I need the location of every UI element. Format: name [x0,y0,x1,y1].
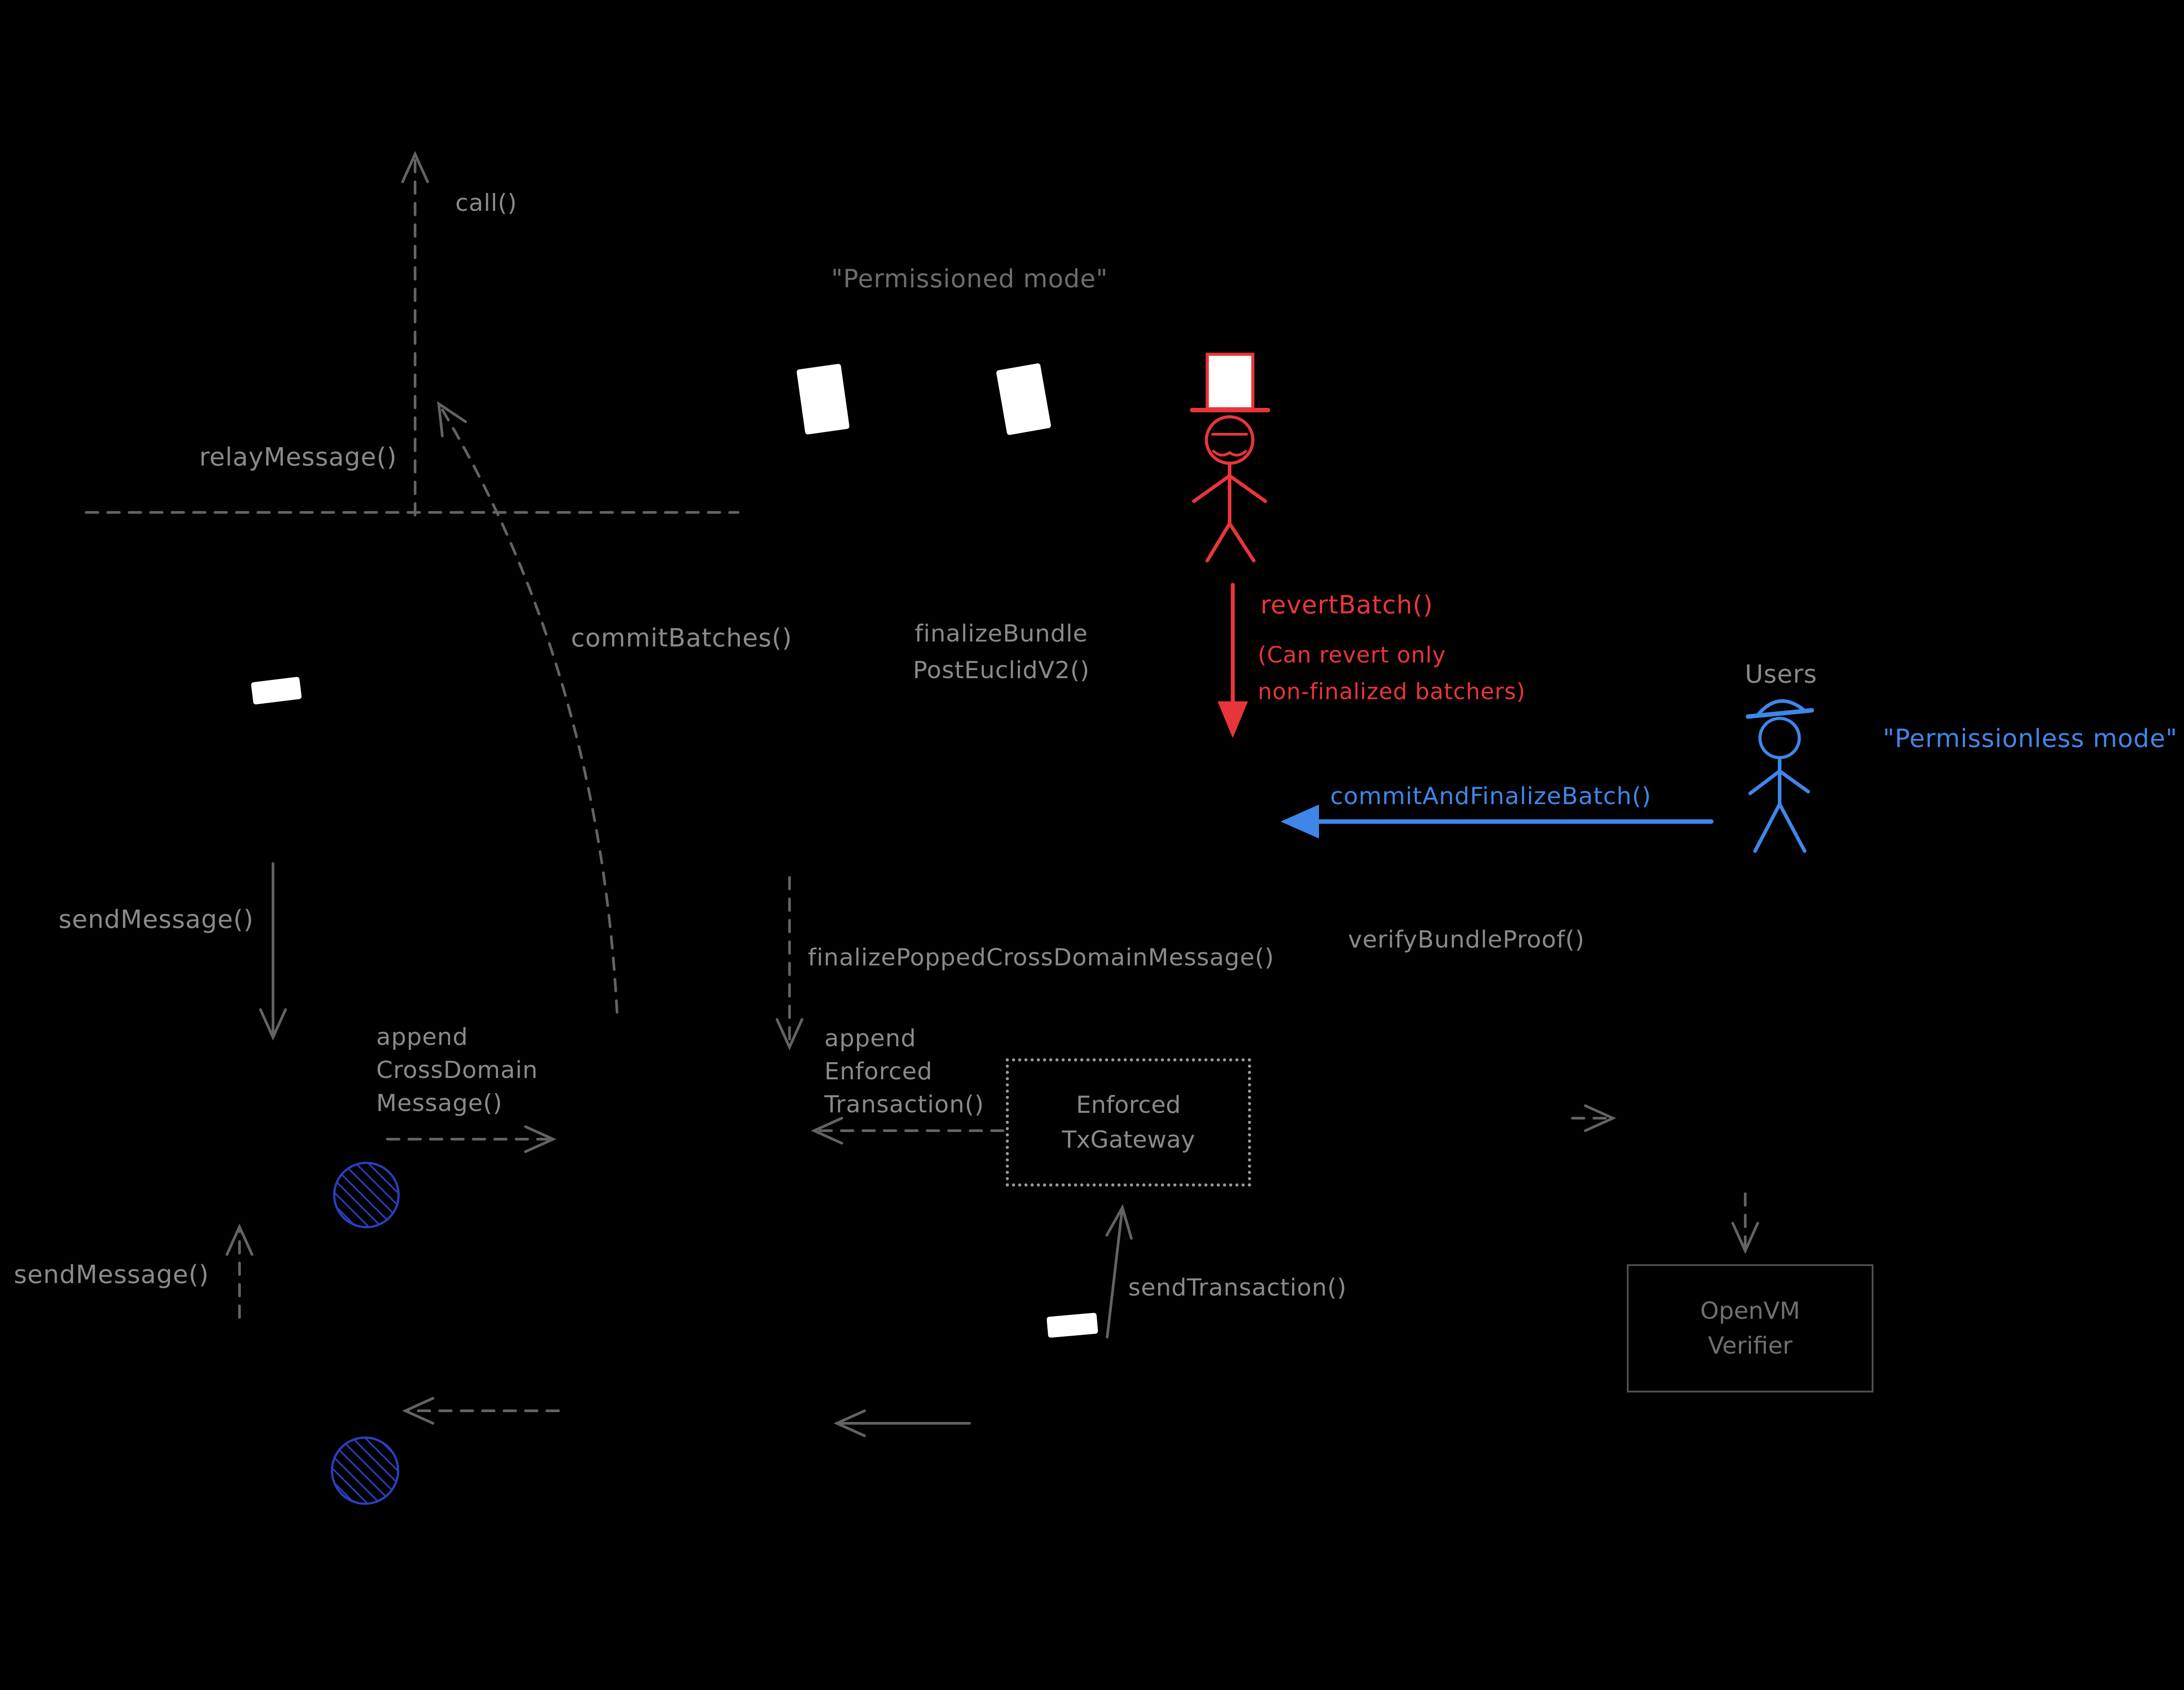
small-right-dashed-arrow [1571,1104,1617,1132]
send-message-up-dashed-arrow [226,1223,253,1319]
openvm-verifier-box: OpenVM Verifier [1627,1264,1873,1392]
append-crossdomain-line1: append [376,1023,468,1051]
append-enforced-line3: Transaction() [824,1091,984,1118]
verifier-down-dashed-arrow [1731,1192,1759,1254]
finalize-bundle-line2: PostEuclidV2() [913,657,1090,684]
relay-message-label: relayMessage() [199,443,397,472]
send-message-arrow [259,862,287,1041]
openvm-verifier-line1: OpenVM [1700,1297,1800,1325]
crossdomain-right-dashed-arrow [386,1125,557,1153]
revert-note: (Can revert only non-finalized batchers) [1258,637,1525,710]
send-message-bottom-label: sendMessage() [14,1260,209,1289]
white-mark-1 [796,363,850,435]
permissioned-mode-label: "Permissioned mode" [831,264,1108,294]
hatched-node-bottom [331,1436,399,1505]
send-transaction-label: sendTransaction() [1128,1274,1347,1301]
bottom-left-dashed-arrow [402,1397,560,1425]
revert-note-line1: (Can revert only [1258,642,1446,668]
enforced-to-left-dashed-arrow [811,1117,1004,1145]
cap-icon [1757,699,1806,715]
revert-batch-label: revertBatch() [1260,591,1433,620]
commit-batches-arrow [437,401,618,1014]
users-label: Users [1745,660,1817,689]
hatched-node-top [333,1162,400,1229]
users-figure [1746,699,1814,853]
revert-note-line2: non-finalized batchers) [1258,679,1526,705]
top-hat-icon [1205,352,1255,411]
append-enforced-line1: append [824,1025,916,1052]
commit-and-finalize-label: commitAndFinalizeBatch() [1330,783,1651,810]
append-crossdomain-line2: CrossDomain [376,1057,538,1084]
finalize-bundle-line1: finalizeBundle [915,620,1088,647]
commit-batches-label: commitBatches() [571,624,792,653]
append-crossdomain-label: append CrossDomain Message() [376,1021,538,1120]
openvm-verifier-line2: Verifier [1708,1332,1793,1359]
finalize-popped-arrow [776,876,803,1051]
permissioned-operator-figure [1190,352,1270,562]
append-enforced-label: append Enforced Transaction() [824,1022,984,1121]
send-message-top-label: sendMessage() [59,905,254,934]
white-mark-4 [1046,1313,1098,1338]
commit-and-finalize-arrow [1281,805,1714,839]
finalize-popped-label: finalizePoppedCrossDomainMessage() [808,944,1274,971]
enforced-txgateway-line2: TxGateway [1062,1126,1195,1153]
append-crossdomain-line3: Message() [376,1090,503,1117]
bottom-solid-left-arrow [833,1409,971,1437]
enforced-txgateway-line1: Enforced [1076,1091,1181,1119]
send-transaction-arrow [1105,1204,1133,1338]
call-label: call() [455,189,517,217]
finalize-bundle-label: finalizeBundle PostEuclidV2() [913,616,1090,689]
permissionless-mode-label: "Permissionless mode" [1883,724,2178,753]
mustache-icon [1212,450,1247,457]
verify-bundle-proof-label: verifyBundleProof() [1348,926,1585,953]
append-enforced-line2: Enforced [824,1058,933,1085]
enforced-txgateway-box: Enforced TxGateway [1006,1058,1251,1187]
call-arrow [401,151,429,516]
revert-batch-arrow [1218,583,1248,738]
